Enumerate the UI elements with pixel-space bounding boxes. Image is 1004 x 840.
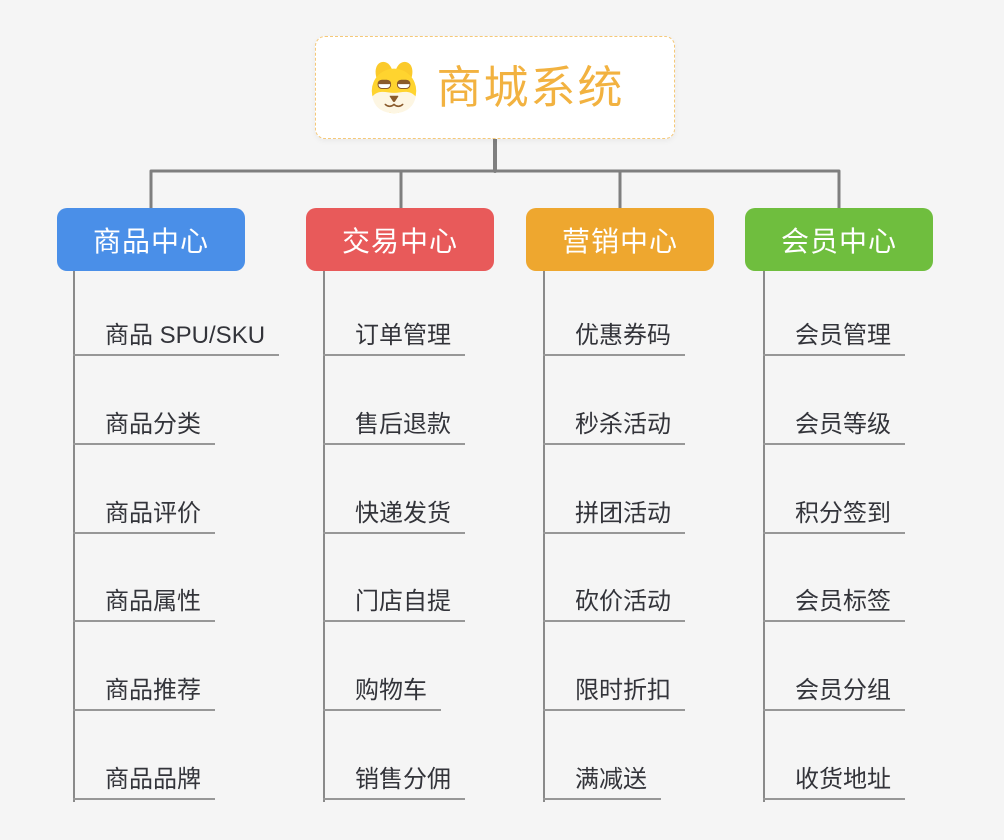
leaf-node[interactable]: 商品品牌	[73, 767, 215, 800]
leaf-node[interactable]: 购物车	[323, 678, 441, 711]
branch-header-1[interactable]: 商品中心	[57, 208, 245, 271]
branch-span-line	[149, 169, 841, 211]
leaf-node[interactable]: 积分签到	[763, 501, 905, 534]
branch-trunk-line	[73, 271, 75, 802]
dog-face-icon	[365, 59, 423, 117]
leaf-node[interactable]: 商品属性	[73, 589, 215, 622]
branch-header-4[interactable]: 会员中心	[745, 208, 933, 271]
branch-trunk-line	[763, 271, 765, 802]
root-node[interactable]: 商城系统	[315, 36, 675, 139]
leaf-node[interactable]: 会员等级	[763, 412, 905, 445]
root-title: 商城系统	[436, 62, 625, 113]
leaf-node[interactable]: 收货地址	[763, 767, 905, 800]
leaf-node[interactable]: 商品 SPU/SKU	[73, 323, 280, 356]
leaf-node[interactable]: 快递发货	[323, 501, 465, 534]
leaf-node[interactable]: 会员分组	[763, 678, 905, 711]
leaf-node[interactable]: 门店自提	[323, 589, 465, 622]
leaf-node[interactable]: 商品推荐	[73, 678, 215, 711]
leaf-node[interactable]: 会员管理	[763, 323, 905, 356]
leaf-node[interactable]: 限时折扣	[543, 678, 685, 711]
leaf-node[interactable]: 商品评价	[73, 501, 215, 534]
leaf-node[interactable]: 满减送	[543, 767, 661, 800]
branch-trunk-line	[543, 271, 545, 802]
leaf-node[interactable]: 售后退款	[323, 412, 465, 445]
leaf-node[interactable]: 商品分类	[73, 412, 215, 445]
leaf-node[interactable]: 秒杀活动	[543, 412, 685, 445]
branch-header-3[interactable]: 营销中心	[526, 208, 714, 271]
leaf-node[interactable]: 优惠券码	[543, 323, 685, 356]
leaf-node[interactable]: 订单管理	[323, 323, 465, 356]
branch-trunk-line	[323, 271, 325, 802]
leaf-node[interactable]: 拼团活动	[543, 501, 685, 534]
leaf-node[interactable]: 销售分佣	[323, 767, 465, 800]
leaf-node[interactable]: 砍价活动	[543, 589, 685, 622]
branch-header-2[interactable]: 交易中心	[306, 208, 494, 271]
leaf-node[interactable]: 会员标签	[763, 589, 905, 622]
